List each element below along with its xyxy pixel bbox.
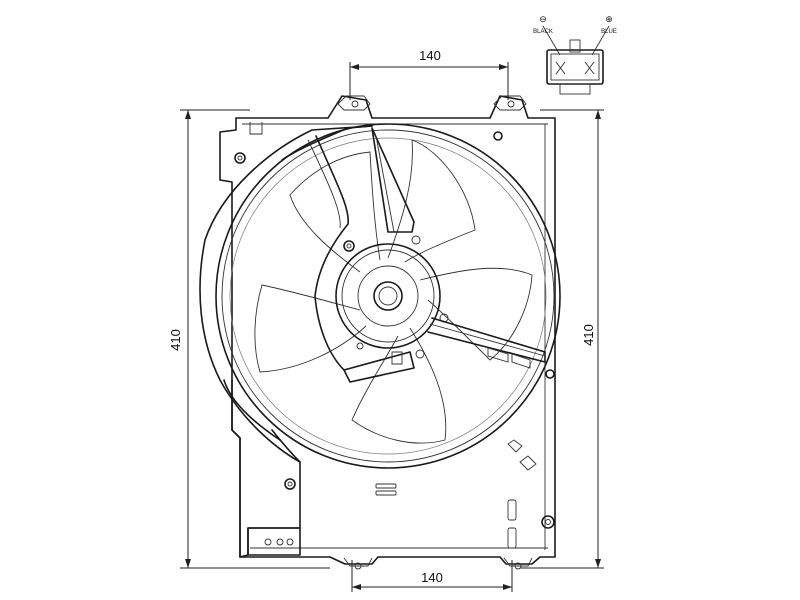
left-height-dimension: 410: [168, 109, 330, 569]
right-height-dimension: 410: [520, 109, 604, 569]
bottom-width-dimension: 140: [351, 560, 513, 592]
right-height-label: 410: [581, 324, 596, 346]
shroud-frame: [219, 95, 556, 570]
top-width-dimension: 140: [349, 48, 509, 100]
plus-terminal-symbol: ⊕: [605, 14, 613, 24]
left-height-label: 410: [168, 329, 183, 351]
support-struts: [343, 127, 546, 383]
electrical-connector: ⊖ ⊕ BLACK BLUE: [533, 14, 617, 95]
fan-ring: [215, 123, 561, 469]
bottom-width-label: 140: [421, 570, 443, 585]
shroud-scoop: [199, 125, 373, 558]
fan-blades: [254, 139, 533, 444]
black-wire-label: BLACK: [533, 29, 553, 35]
bottom-left-bracket: [247, 527, 301, 556]
blue-wire-label: BLUE: [601, 29, 617, 35]
fan-hub: [335, 235, 449, 359]
top-width-label: 140: [419, 48, 441, 63]
minus-terminal-symbol: ⊖: [539, 14, 547, 24]
